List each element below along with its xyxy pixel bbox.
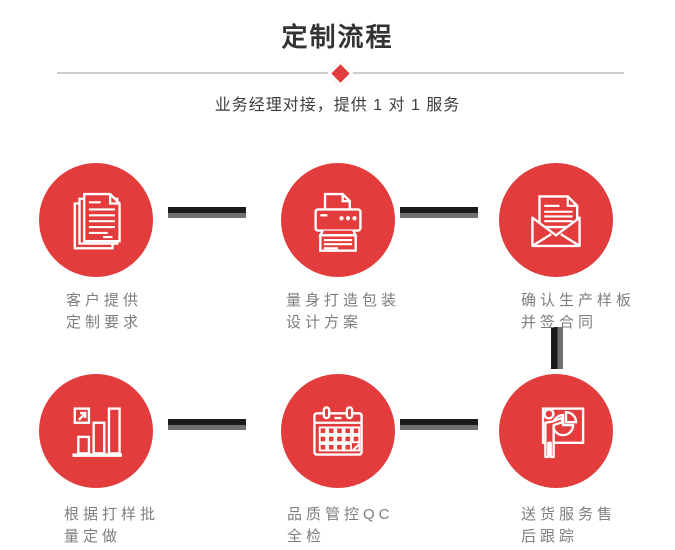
step5-label: 品质管控QC 全检 <box>287 504 451 548</box>
step6-label-line2: 后跟踪 <box>521 528 579 545</box>
step4-label: 根据打样批 量定做 <box>64 504 209 548</box>
step5-circle <box>281 374 395 488</box>
step6-label: 送货服务售 后跟踪 <box>521 504 669 548</box>
calendar-icon <box>313 406 363 456</box>
step5-label-line2: 全检 <box>287 528 326 545</box>
step1-label-line1: 客户提供 <box>66 292 143 309</box>
step-packaging-design: 量身打造包装 设计方案 <box>281 163 451 334</box>
step4-label-line1: 根据打样批 <box>64 506 160 523</box>
step2-label-line1: 量身打造包装 <box>286 292 401 309</box>
step6-label-line1: 送货服务售 <box>521 506 617 523</box>
connector-step1-step2 <box>168 207 246 218</box>
step2-label-line2: 设计方案 <box>286 314 363 331</box>
step-delivery-aftersales: 送货服务售 后跟踪 <box>499 374 669 548</box>
envelope-icon <box>531 195 581 248</box>
step-batch-production: 根据打样批 量定做 <box>39 374 209 548</box>
step5-label-line1: 品质管控QC <box>287 506 394 523</box>
step6-circle <box>499 374 613 488</box>
step1-label: 客户提供 定制要求 <box>66 290 209 334</box>
step-customer-requirements: 客户提供 定制要求 <box>39 163 209 334</box>
step4-circle <box>39 374 153 488</box>
step2-circle <box>281 163 395 277</box>
step1-circle <box>39 163 153 277</box>
step4-label-line2: 量定做 <box>64 528 122 545</box>
step3-circle <box>499 163 613 277</box>
step-confirm-sample-contract: 确认生产样板 并签合同 <box>499 163 669 334</box>
diamond-accent-icon <box>327 60 354 87</box>
page-title: 定制流程 <box>281 22 394 52</box>
page-subtitle: 业务经理对接，提供 1 对 1 服务 <box>214 97 461 114</box>
connector-step2-step3 <box>400 207 478 218</box>
printer-icon <box>314 192 362 252</box>
presentation-icon <box>541 407 585 459</box>
documents-icon <box>73 192 121 250</box>
step3-label-line1: 确认生产样板 <box>521 292 636 309</box>
step3-label-line2: 并签合同 <box>521 314 598 331</box>
connector-step3-step6 <box>551 327 563 369</box>
step3-label: 确认生产样板 并签合同 <box>521 290 669 334</box>
connector-step5-step6 <box>400 419 478 430</box>
bar-chart-icon <box>72 407 122 457</box>
step1-label-line2: 定制要求 <box>66 314 143 331</box>
step-quality-control: 品质管控QC 全检 <box>281 374 451 548</box>
step2-label: 量身打造包装 设计方案 <box>286 290 451 334</box>
connector-step4-step5 <box>168 419 246 430</box>
